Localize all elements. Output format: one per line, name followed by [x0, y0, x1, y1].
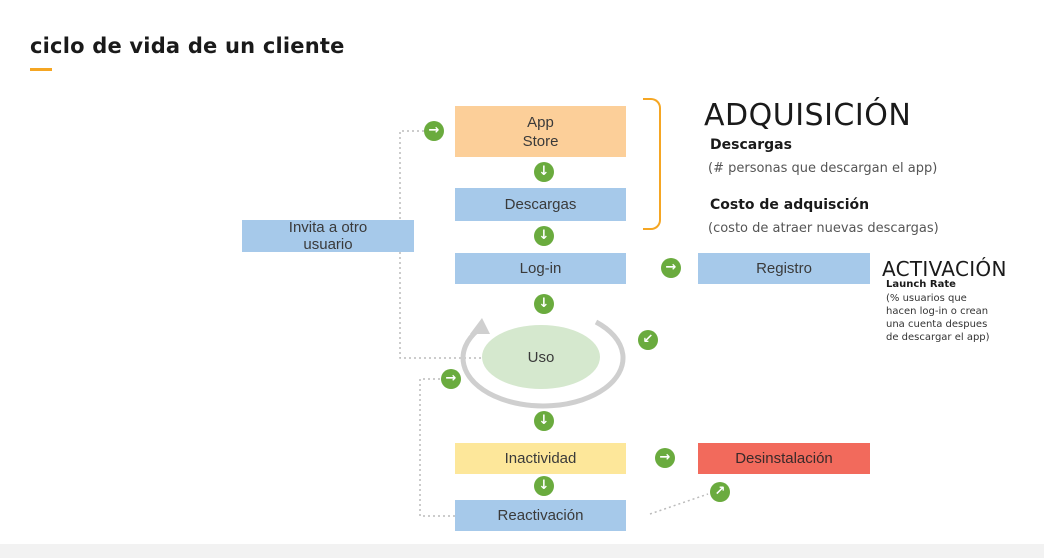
costo-metric-name: Costo de adquisción: [710, 197, 870, 213]
invita-box: Invita a otro usuario: [242, 219, 414, 253]
launch-rate-desc: (% usuarios que hacen log-in o crean una…: [886, 293, 990, 343]
arrow-up-right-icon: ↗: [710, 482, 730, 502]
inactividad-box: Inactividad: [455, 443, 626, 474]
descargas-metric-desc: (# personas que descargan el app): [708, 161, 938, 176]
desinstalacion-box: Desinstalación: [698, 443, 870, 474]
bottom-strip: [0, 544, 1044, 558]
arrow-right-icon: →: [441, 369, 461, 389]
arrow-down-icon: ↓: [534, 162, 554, 182]
reactivation-loop-line: [419, 378, 455, 517]
page-title: ciclo de vida de un cliente: [30, 34, 345, 58]
adquisicion-heading: ADQUISICIÓN: [704, 98, 912, 133]
arrow-down-icon: ↓: [534, 476, 554, 496]
arrow-right-icon: →: [424, 121, 444, 141]
uso-cycle-arrowhead: [470, 318, 490, 334]
title-underline: [30, 68, 52, 71]
arrow-down-icon: ↓: [534, 226, 554, 246]
log-in-box: Log-in: [455, 253, 626, 284]
arrow-right-icon: →: [661, 258, 681, 278]
app-store-box: App Store: [455, 106, 626, 157]
uso-node: Uso: [482, 325, 600, 389]
reactivacion-box: Reactivación: [455, 500, 626, 531]
activacion-heading: ACTIVACIÓN: [882, 257, 1007, 281]
arrow-down-icon: ↓: [534, 294, 554, 314]
launch-rate-name: Launch Rate: [886, 279, 956, 290]
descargas-metric-name: Descargas: [710, 137, 792, 153]
adquisicion-bracket: [643, 98, 661, 230]
arrow-down-left-icon: ↙: [638, 330, 658, 350]
invita-loop-line: [399, 130, 482, 359]
arrow-right-icon: →: [655, 448, 675, 468]
costo-metric-desc: (costo de atraer nuevas descargas): [708, 221, 939, 236]
uso-cycle-ring: [460, 319, 626, 409]
arrow-down-icon: ↓: [534, 411, 554, 431]
registro-box: Registro: [698, 253, 870, 284]
descargas-box: Descargas: [455, 188, 626, 221]
desinstalacion-return-line: [649, 493, 709, 515]
